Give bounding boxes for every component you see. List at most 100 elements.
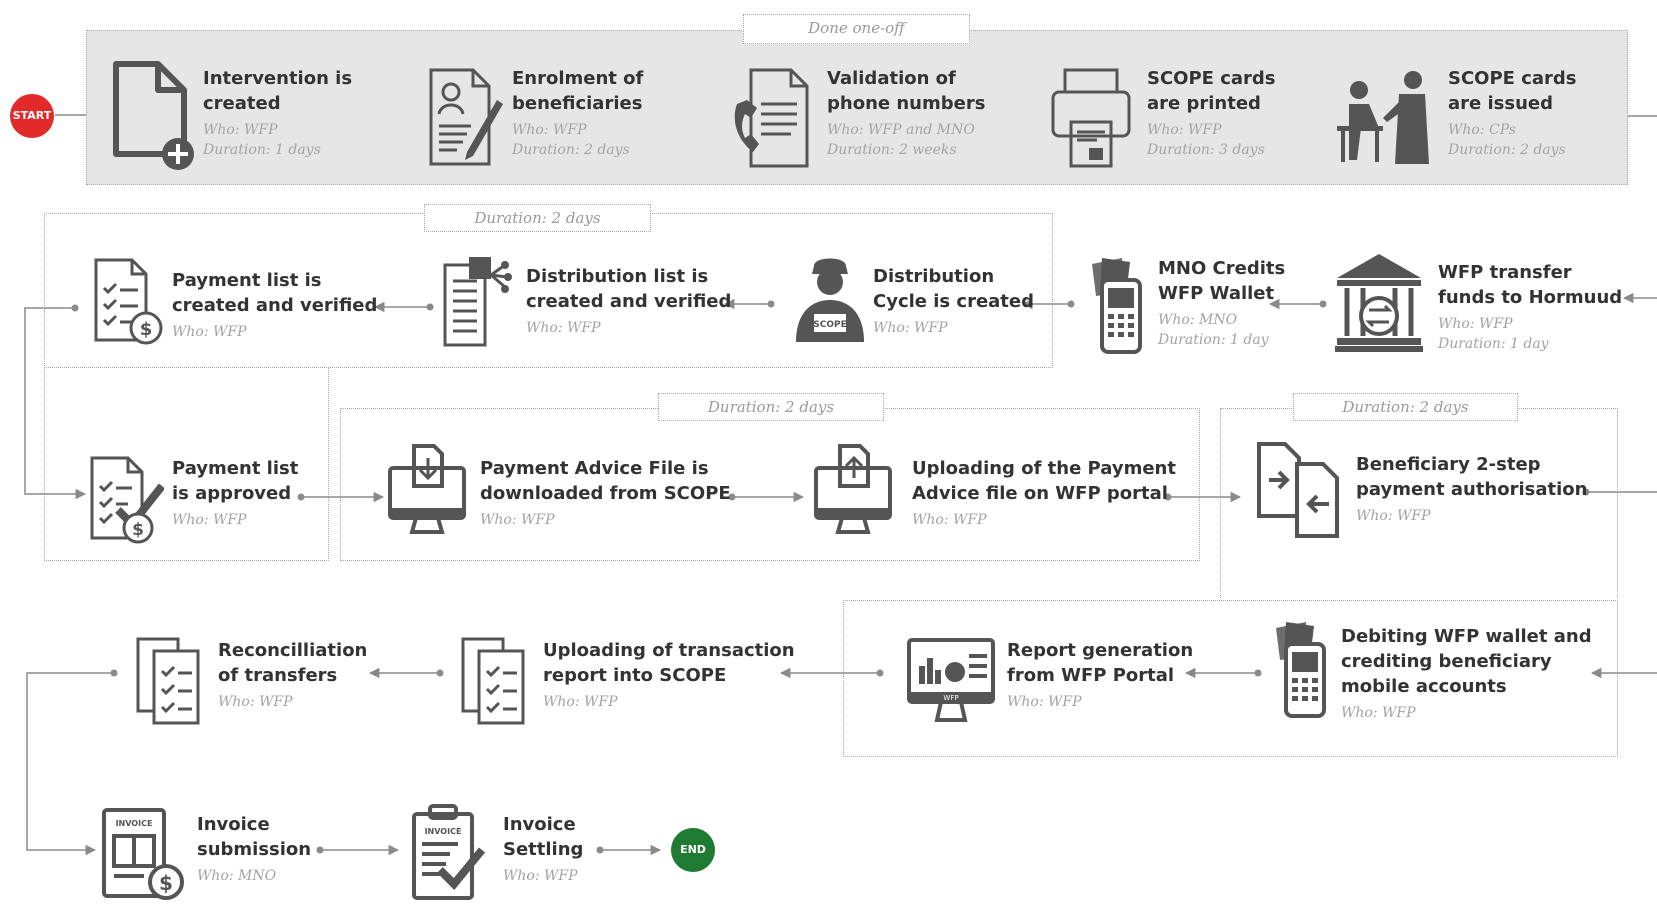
step-title: Payment list is created and verified (172, 270, 378, 316)
step-title: WFP transfer funds to Hormuud (1438, 262, 1623, 308)
mobile-money-icon (1276, 622, 1326, 718)
step-title: Reconcilliation of transfers (218, 640, 368, 686)
mobile-money-icon (1092, 258, 1142, 354)
wfp-badge-text: WFP (943, 694, 958, 702)
step-who: Who: MNO (197, 868, 277, 884)
step-title: Report generation from WFP Portal (1007, 640, 1194, 686)
checklist-stack-icon (461, 637, 525, 725)
step-who: Who: WFP (512, 122, 587, 138)
step-transaction-report-upload: Uploading of transaction report into SCO… (543, 638, 795, 712)
checklist-stack-icon (136, 637, 200, 725)
end-badge: END (671, 828, 715, 872)
step-payment-list-created: Payment list is created and verified Who… (172, 268, 377, 342)
duration-tag-row3-middle: Duration: 2 days (658, 393, 884, 421)
step-duration: Duration: 1 day (1438, 336, 1549, 352)
step-who: Who: WFP (526, 320, 601, 336)
connector (26, 672, 114, 856)
card-printer-icon (1051, 68, 1131, 168)
step-who: Who: WFP (172, 324, 247, 340)
step-cards-printed: SCOPE cards are printed Who: WFP Duratio… (1147, 66, 1276, 160)
step-title: Intervention is created (203, 68, 353, 114)
checklist-approved-icon: $ (90, 456, 164, 544)
step-who: Who: WFP (873, 320, 948, 336)
step-title: SCOPE cards are printed (1147, 68, 1276, 114)
bank-transfer-icon (1335, 254, 1423, 352)
step-who: Who: WFP (1007, 694, 1082, 710)
step-title: Payment list is approved (172, 458, 299, 504)
frame-row4 (843, 600, 1618, 757)
operator-icon: SCOPE (796, 258, 864, 342)
svg-text:$: $ (159, 871, 173, 895)
monitor-upload-icon (814, 444, 892, 534)
step-who: Who: WFP (912, 512, 987, 528)
scope-badge-text: SCOPE (813, 320, 846, 330)
step-wfp-transfer: WFP transfer funds to Hormuud Who: WFP D… (1438, 260, 1622, 354)
step-title: MNO Credits WFP Wallet (1158, 258, 1286, 304)
step-duration: Duration: 3 days (1147, 142, 1265, 158)
step-who: Who: WFP (1147, 122, 1222, 138)
step-title: Enrolment of beneficiaries (512, 68, 644, 114)
step-enrolment: Enrolment of beneficiaries Who: WFP Dura… (512, 66, 643, 160)
two-step-documents-icon (1257, 442, 1339, 538)
step-title: Distribution Cycle is created (873, 266, 1035, 312)
step-advice-file-downloaded: Payment Advice File is downloaded from S… (480, 456, 731, 530)
step-who: Who: MNO (1158, 312, 1238, 328)
step-duration: Duration: 1 day (1158, 332, 1269, 348)
step-who: Who: WFP (218, 694, 293, 710)
step-who: Who: WFP (1356, 508, 1431, 524)
step-title: SCOPE cards are issued (1448, 68, 1577, 114)
step-payment-list-approved: Payment list is approved Who: WFP (172, 456, 298, 530)
duration-tag-row2: Duration: 2 days (424, 204, 651, 232)
step-intervention-created: Intervention is created Who: WFP Duratio… (203, 66, 352, 160)
step-who: Who: WFP (1341, 705, 1416, 721)
list-share-icon (443, 257, 512, 347)
step-title: Debiting WFP wallet and crediting benefi… (1341, 626, 1592, 697)
invoice-badge-text: INVOICE (425, 827, 462, 836)
step-who: Who: WFP (172, 512, 247, 528)
step-who: Who: WFP (480, 512, 555, 528)
step-who: Who: WFP and MNO (827, 122, 975, 138)
step-title: Validation of phone numbers (827, 68, 986, 114)
invoice-dollar-icon: INVOICE $ (102, 808, 184, 900)
new-document-icon (113, 61, 194, 170)
step-validation: Validation of phone numbers Who: WFP and… (827, 66, 985, 160)
step-who: Who: WFP (543, 694, 618, 710)
step-cards-issued: SCOPE cards are issued Who: CPs Duration… (1448, 66, 1577, 160)
phone-document-icon (734, 68, 809, 168)
connector (24, 307, 87, 500)
start-badge: START (10, 94, 54, 138)
step-duration: Duration: 2 days (1448, 142, 1566, 158)
step-title: Uploading of the Payment Advice file on … (912, 458, 1176, 504)
step-who: Who: CPs (1448, 122, 1516, 138)
card-issuing-icon (1337, 71, 1429, 164)
monitor-download-icon (388, 444, 466, 534)
checklist-dollar-icon: $ (94, 258, 163, 345)
duration-tag-row3-right: Duration: 2 days (1293, 393, 1518, 421)
step-invoice-submission: Invoice submission Who: MNO (197, 812, 311, 886)
step-debiting-wallet: Debiting WFP wallet and crediting benefi… (1341, 624, 1592, 723)
one-off-panel (86, 30, 1628, 185)
step-who: Who: WFP (203, 122, 278, 138)
invoice-badge-text: INVOICE (116, 819, 153, 828)
step-title: Payment Advice File is downloaded from S… (480, 458, 731, 504)
step-title: Invoice submission (197, 814, 312, 860)
step-reconciliation: Reconcilliation of transfers Who: WFP (218, 638, 367, 712)
done-one-off-tag: Done one-off (743, 14, 970, 44)
invoice-clipboard-icon: INVOICE (412, 804, 486, 900)
step-two-step-authorisation: Beneficiary 2-step payment authorisation… (1356, 452, 1587, 526)
svg-text:$: $ (132, 520, 144, 540)
step-who: Who: WFP (503, 868, 578, 884)
form-pen-icon (429, 68, 503, 166)
step-advice-file-uploaded: Uploading of the Payment Advice file on … (912, 456, 1176, 530)
frame-row3-left (44, 368, 329, 561)
step-who: Who: WFP (1438, 316, 1513, 332)
step-duration: Duration: 1 days (203, 142, 321, 158)
monitor-report-icon: WFP (907, 638, 995, 722)
step-duration: Duration: 2 days (512, 142, 630, 158)
step-distribution-cycle: Distribution Cycle is created Who: WFP (873, 264, 1034, 338)
step-distribution-list: Distribution list is created and verifie… (526, 264, 731, 338)
step-duration: Duration: 2 weeks (827, 142, 957, 158)
svg-text:$: $ (140, 319, 153, 340)
step-title: Invoice Settling (503, 814, 584, 860)
step-invoice-settling: Invoice Settling Who: WFP (503, 812, 583, 886)
